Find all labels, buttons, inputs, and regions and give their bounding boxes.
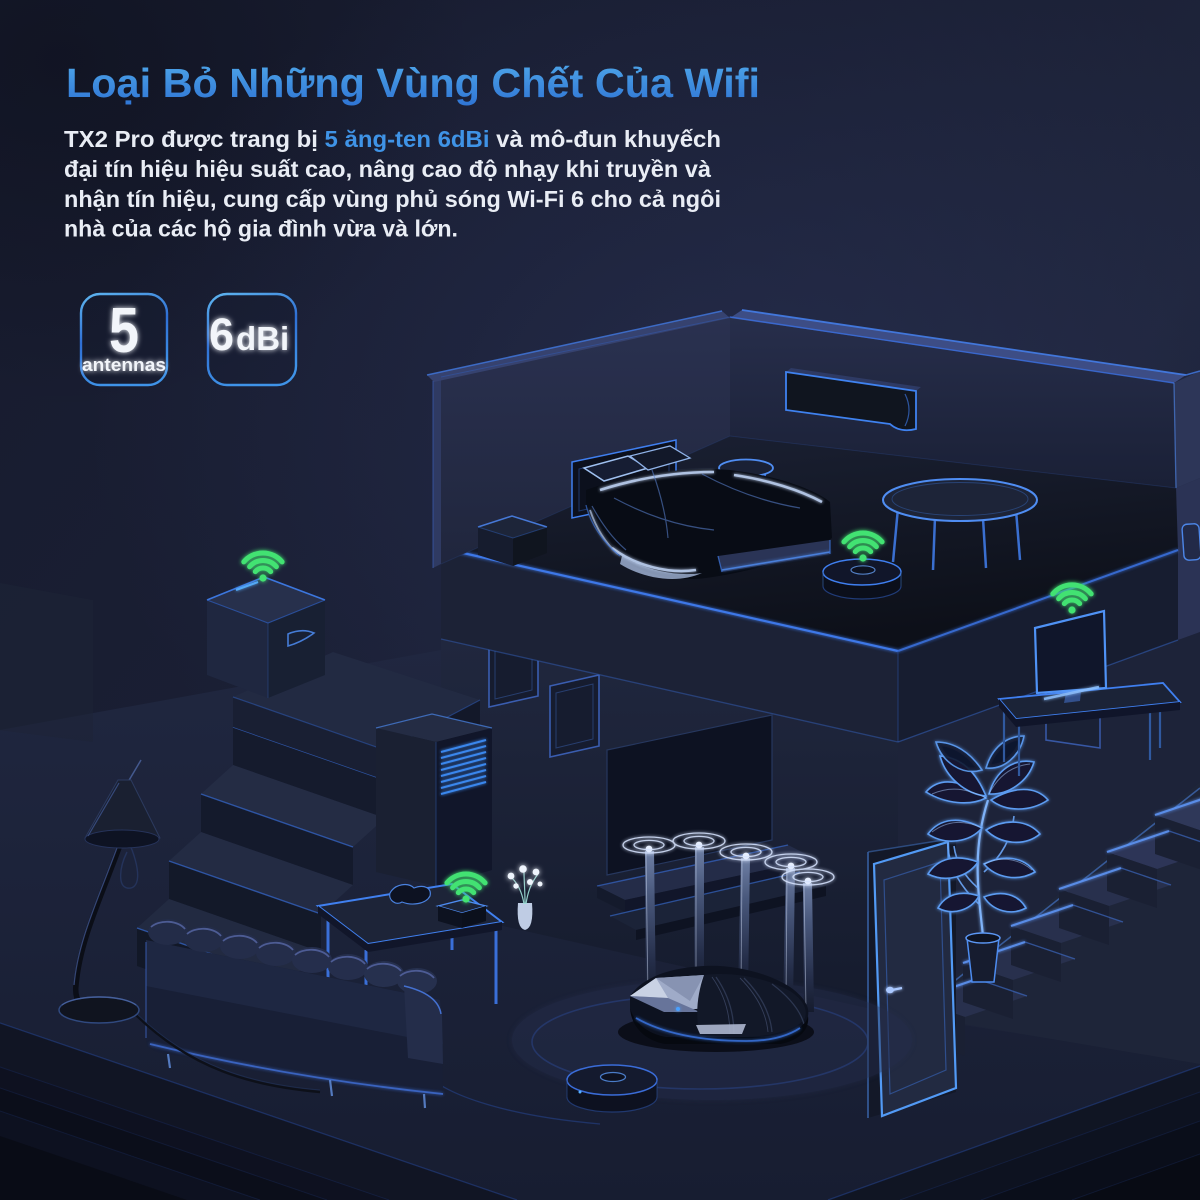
svg-text:nhận tín hiệu, cung cấp vùng p: nhận tín hiệu, cung cấp vùng phủ sóng Wi… xyxy=(64,186,721,212)
svg-text:đại tín hiệu hiệu suất cao, nâ: đại tín hiệu hiệu suất cao, nâng cao độ … xyxy=(64,156,711,182)
svg-text:nhà của các hộ gia đình vừa và: nhà của các hộ gia đình vừa và lớn. xyxy=(64,216,458,242)
svg-text:antennas: antennas xyxy=(82,354,166,375)
svg-text:5: 5 xyxy=(109,294,139,366)
svg-text:Loại Bỏ Những Vùng Chết Của Wi: Loại Bỏ Những Vùng Chết Của Wifi xyxy=(66,60,760,106)
svg-text:TX2 Pro được trang bị 5 ăng-te: TX2 Pro được trang bị 5 ăng-ten 6dBi và … xyxy=(64,126,721,152)
svg-text:6dBi: 6dBi xyxy=(209,309,289,360)
